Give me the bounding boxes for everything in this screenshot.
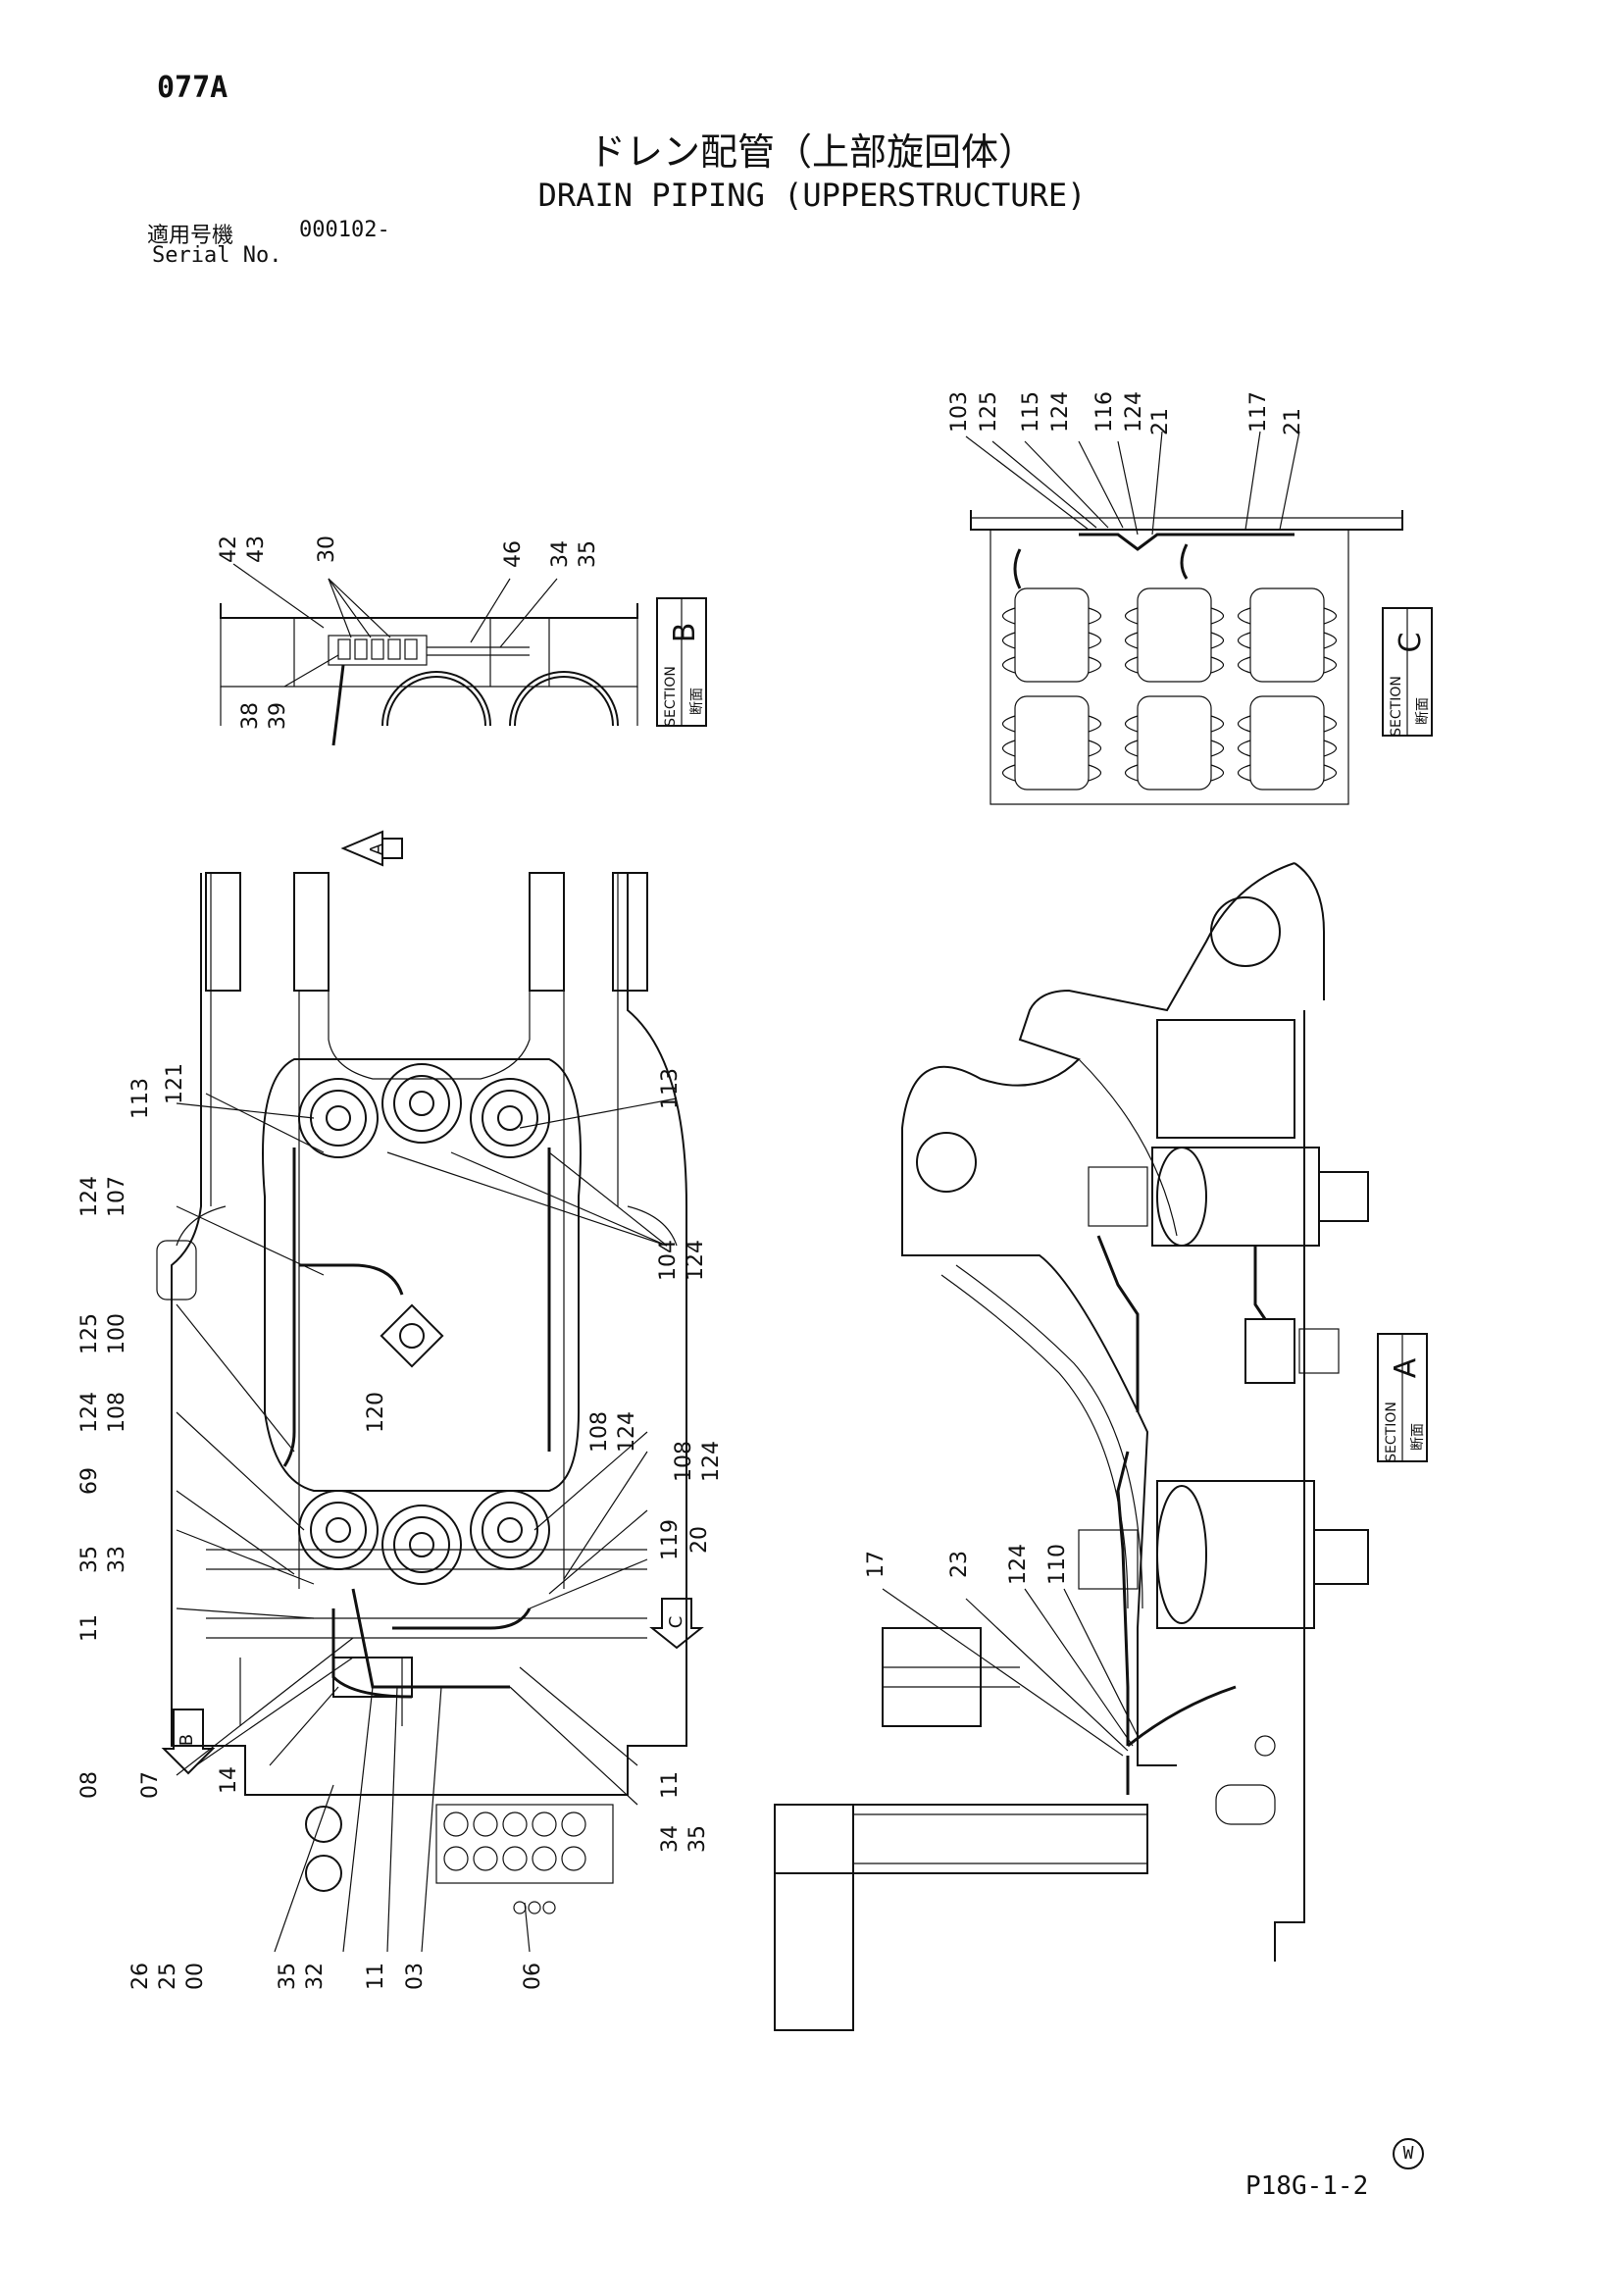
callout: 26 bbox=[128, 1963, 153, 1990]
section-c-letter: C bbox=[1394, 633, 1428, 653]
callout: 120 bbox=[364, 1392, 388, 1433]
section-b-word-ja: 断面 bbox=[689, 688, 705, 715]
section-a-word-ja: 断面 bbox=[1410, 1423, 1426, 1451]
callout: 11 bbox=[364, 1963, 388, 1990]
callout: 124 bbox=[77, 1176, 102, 1217]
section-a-label: A SECTION 断面 bbox=[1377, 1333, 1428, 1462]
section-b-view bbox=[220, 563, 638, 746]
callout: 115 bbox=[1019, 391, 1043, 433]
callout: 46 bbox=[501, 540, 526, 568]
callout: 06 bbox=[521, 1963, 545, 1990]
callout: 124 bbox=[699, 1441, 724, 1482]
callout: 33 bbox=[105, 1546, 129, 1573]
view-a-arrow: A bbox=[340, 830, 403, 867]
callouts-plan: 113 121 113 124 107 104 124 125 100 124 … bbox=[77, 1063, 724, 1990]
callout: 17 bbox=[864, 1551, 888, 1578]
callout: 108 bbox=[105, 1392, 129, 1433]
callout: 124 bbox=[1122, 391, 1146, 433]
callout: 34 bbox=[548, 540, 573, 568]
callout: 113 bbox=[658, 1068, 683, 1109]
callout: 35 bbox=[276, 1963, 300, 1990]
plan-view bbox=[156, 872, 687, 1953]
section-a-word: SECTION bbox=[1384, 1402, 1399, 1462]
serial-label-japanese: 適用号機 bbox=[147, 224, 234, 248]
callout: 35 bbox=[685, 1825, 710, 1853]
serial-label-english: Serial No. bbox=[152, 243, 282, 268]
callout: 14 bbox=[217, 1766, 241, 1794]
callout: 25 bbox=[156, 1963, 180, 1990]
callout: 21 bbox=[1148, 408, 1173, 435]
title-english: DRAIN PIPING (UPPERSTRUCTURE) bbox=[537, 177, 1087, 214]
view-c-arrow: C bbox=[649, 1598, 704, 1650]
callout: 121 bbox=[163, 1063, 187, 1104]
section-c-view bbox=[965, 431, 1403, 805]
callouts-section-c: 103 125 115 124 116 124 21 117 21 bbox=[947, 391, 1305, 435]
callout: 124 bbox=[615, 1411, 639, 1453]
callout: 42 bbox=[217, 536, 241, 563]
document-code: 077A bbox=[157, 71, 228, 105]
callout: 35 bbox=[576, 540, 600, 568]
section-b-letter: B bbox=[668, 623, 702, 643]
callout: 103 bbox=[947, 391, 972, 433]
watermark-symbol: W bbox=[1393, 2138, 1424, 2169]
callout: 43 bbox=[244, 536, 269, 563]
callout: 108 bbox=[587, 1411, 612, 1453]
callout: 108 bbox=[672, 1441, 696, 1482]
callout: 20 bbox=[687, 1526, 712, 1554]
view-a-letter: A bbox=[367, 842, 387, 855]
view-b-letter: B bbox=[177, 1734, 197, 1746]
callout: 119 bbox=[658, 1519, 683, 1560]
callout: 11 bbox=[77, 1614, 102, 1642]
callouts-section-b: 42 43 30 46 34 35 38 39 bbox=[217, 536, 600, 730]
callout: 125 bbox=[977, 391, 1001, 433]
callout: 69 bbox=[77, 1467, 102, 1495]
callout: 32 bbox=[303, 1963, 328, 1990]
callout: 08 bbox=[77, 1771, 102, 1799]
callout: 113 bbox=[128, 1078, 153, 1119]
callout: 117 bbox=[1246, 391, 1271, 433]
callout: 34 bbox=[658, 1825, 683, 1853]
callout: 125 bbox=[77, 1313, 102, 1354]
callout: 21 bbox=[1281, 408, 1305, 435]
callout: 104 bbox=[656, 1240, 681, 1281]
callout: 124 bbox=[1048, 391, 1073, 433]
callout: 124 bbox=[77, 1392, 102, 1433]
callout: 107 bbox=[105, 1176, 129, 1217]
callout: 100 bbox=[105, 1313, 129, 1354]
title-japanese: ドレン配管（上部旋回体） bbox=[587, 130, 1036, 174]
callout: 39 bbox=[266, 702, 290, 730]
callout: 116 bbox=[1092, 391, 1117, 433]
section-a-letter: A bbox=[1389, 1357, 1423, 1378]
section-b-label: B SECTION 断面 bbox=[656, 597, 707, 727]
view-c-letter: C bbox=[666, 1616, 686, 1629]
section-c-label: C SECTION 断面 bbox=[1382, 607, 1433, 737]
callout: 35 bbox=[77, 1546, 102, 1573]
view-b-arrow: B bbox=[161, 1709, 216, 1775]
callout: 30 bbox=[315, 536, 339, 563]
section-c-word-ja: 断面 bbox=[1415, 697, 1431, 725]
callout: 124 bbox=[1006, 1544, 1031, 1585]
callout: 110 bbox=[1045, 1544, 1070, 1585]
callout: 38 bbox=[238, 702, 263, 730]
serial-value: 000102- bbox=[299, 218, 390, 242]
callout: 07 bbox=[138, 1771, 163, 1799]
callout: 124 bbox=[684, 1240, 708, 1281]
page-number: P18G-1-2 bbox=[1245, 2171, 1369, 2201]
callout: 03 bbox=[403, 1963, 428, 1990]
side-view bbox=[774, 862, 1369, 2031]
section-b-word: SECTION bbox=[663, 666, 679, 727]
callout: 00 bbox=[183, 1963, 208, 1990]
callouts-side: 17 23 124 110 bbox=[864, 1544, 1070, 1585]
callout: 23 bbox=[947, 1551, 972, 1578]
section-c-word: SECTION bbox=[1389, 676, 1404, 737]
callout: 11 bbox=[658, 1771, 683, 1799]
